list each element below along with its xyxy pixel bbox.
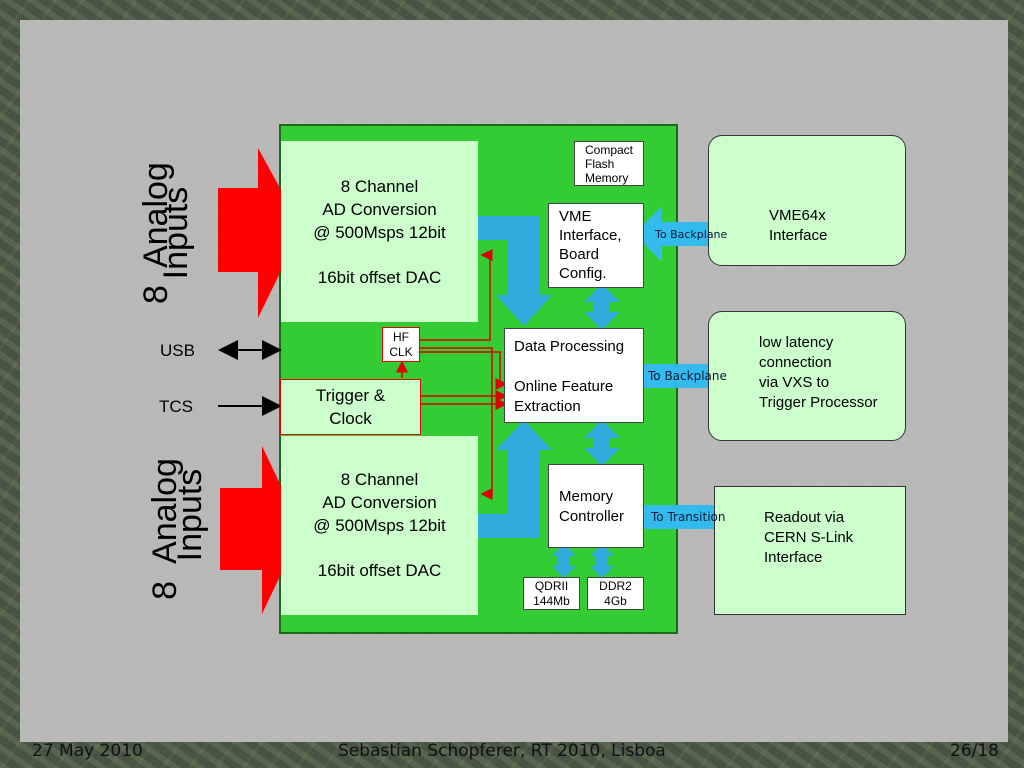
- compact-flash-line1: Compact: [585, 143, 634, 157]
- dp-mem-arrow: [584, 420, 620, 466]
- vme64x-block: VME64x Interface: [708, 135, 906, 266]
- adc-block-top: 8 Channel AD Conversion @ 500Msps 12bit …: [281, 141, 478, 322]
- adc-bottom-line1: 8 Channel: [340, 470, 419, 489]
- mem-ddr2-arrow: [590, 544, 614, 578]
- low-latency-line2: connection: [759, 354, 832, 371]
- memory-controller-block: Memory Controller: [548, 464, 644, 548]
- ddr2-block: DDR2 4Gb: [587, 577, 644, 610]
- low-latency-line3: via VXS to: [759, 374, 830, 391]
- low-latency-line4: Trigger Processor: [759, 394, 878, 411]
- hf-clk-line2: CLK: [389, 345, 413, 359]
- adc-top-line1: 8 Channel: [340, 177, 419, 196]
- usb-label: USB: [160, 341, 195, 360]
- vme-line4: Config.: [559, 265, 607, 282]
- inputs-word-top: Inputs: [157, 186, 195, 280]
- adc-bottom-line4: 16bit offset DAC: [317, 561, 442, 580]
- readout-block: Readout via CERN S-Link Interface: [714, 486, 906, 615]
- qdrii-block: QDRII 144Mb: [523, 577, 580, 610]
- compact-flash-line3: Memory: [585, 171, 629, 185]
- trigger-clock-block: Trigger & Clock: [280, 379, 421, 435]
- analog-inputs-top-label-2: Inputs: [157, 163, 195, 303]
- dp-line3: Extraction: [514, 398, 581, 415]
- adc-bottom-line3: @ 500Msps 12bit: [313, 516, 446, 535]
- vme-interface-block: VME Interface, Board Config.: [548, 203, 644, 288]
- to-backplane-label-2: To Backplane: [648, 369, 727, 383]
- trigger-clock-line1: Trigger &: [315, 386, 386, 405]
- vme64x-line2: Interface: [769, 227, 828, 244]
- adc-top-line3: @ 500Msps 12bit: [313, 223, 446, 242]
- hf-clk-block: HF CLK: [382, 327, 420, 362]
- compact-flash-block: Compact Flash Memory: [574, 141, 644, 186]
- low-latency-block: low latency connection via VXS to Trigge…: [708, 311, 906, 441]
- to-backplane-label-1: To Backplane: [655, 228, 728, 241]
- adc-top-line4: 16bit offset DAC: [317, 268, 442, 287]
- adc-bottom-data-band: [478, 420, 552, 538]
- qdrii-line2: 144Mb: [533, 594, 570, 608]
- footer-author: Sebastian Schopferer, RT 2010, Lisboa: [338, 741, 666, 761]
- memctrl-line1: Memory: [559, 488, 614, 505]
- ddr2-line2: 4Gb: [604, 594, 627, 608]
- vme-line2: Interface,: [559, 227, 622, 244]
- hf-clk-line1: HF: [393, 330, 409, 344]
- data-processing-block: Data Processing Online Feature Extractio…: [504, 328, 644, 423]
- compact-flash-line2: Flash: [585, 157, 615, 171]
- qdrii-line1: QDRII: [534, 579, 569, 593]
- ddr2-line1: DDR2: [599, 579, 632, 593]
- to-transition-label: To Transition: [651, 510, 726, 524]
- footer-page-number: 26/18: [950, 741, 999, 761]
- adc-bottom-line2: AD Conversion: [322, 493, 437, 512]
- analog-inputs-bottom-label-2: Inputs: [171, 445, 209, 585]
- vme-dp-arrow: [584, 284, 620, 330]
- readout-line1: Readout via: [764, 509, 845, 526]
- mem-qdrii-arrow: [552, 544, 576, 578]
- tcs-label: TCS: [159, 397, 193, 416]
- vme64x-line1: VME64x: [769, 207, 826, 224]
- dp-line1: Data Processing: [514, 338, 625, 355]
- low-latency-line1: low latency: [759, 334, 834, 351]
- vme-line3: Board: [559, 246, 600, 263]
- trigger-clock-line2: Clock: [329, 409, 372, 428]
- memctrl-line2: Controller: [559, 508, 625, 525]
- readout-line2: CERN S-Link: [764, 529, 854, 546]
- dp-line2: Online Feature: [514, 378, 614, 395]
- vme-backplane-arrow: [634, 206, 750, 262]
- readout-line3: Interface: [764, 549, 823, 566]
- adc-top-data-band: [478, 216, 552, 326]
- adc-block-bottom: 8 Channel AD Conversion @ 500Msps 12bit …: [281, 436, 478, 615]
- clock-distribution-lines: [396, 249, 508, 500]
- vme-line1: VME: [559, 208, 592, 225]
- adc-top-line2: AD Conversion: [322, 200, 437, 219]
- inputs-word-bottom: Inputs: [171, 468, 209, 562]
- footer-date: 27 May 2010: [32, 741, 143, 761]
